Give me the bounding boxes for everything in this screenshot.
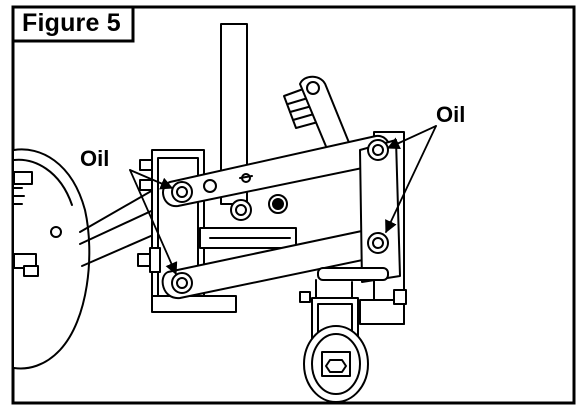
oil-callout-left: Oil [80, 146, 110, 171]
caster-wheel [303, 325, 369, 403]
oil-callout-right: Oil [436, 102, 466, 127]
oil-leader-lines [129, 125, 437, 276]
bracket-bolts [137, 159, 407, 305]
figure-frame [11, 5, 576, 405]
figure-title: Figure 5 [22, 9, 121, 37]
pivot-points [171, 139, 389, 294]
center-hub [203, 173, 288, 221]
disc-wheel [13, 148, 91, 370]
side-plate [359, 139, 401, 283]
pivot-lever [299, 75, 353, 157]
title-box [13, 7, 135, 43]
